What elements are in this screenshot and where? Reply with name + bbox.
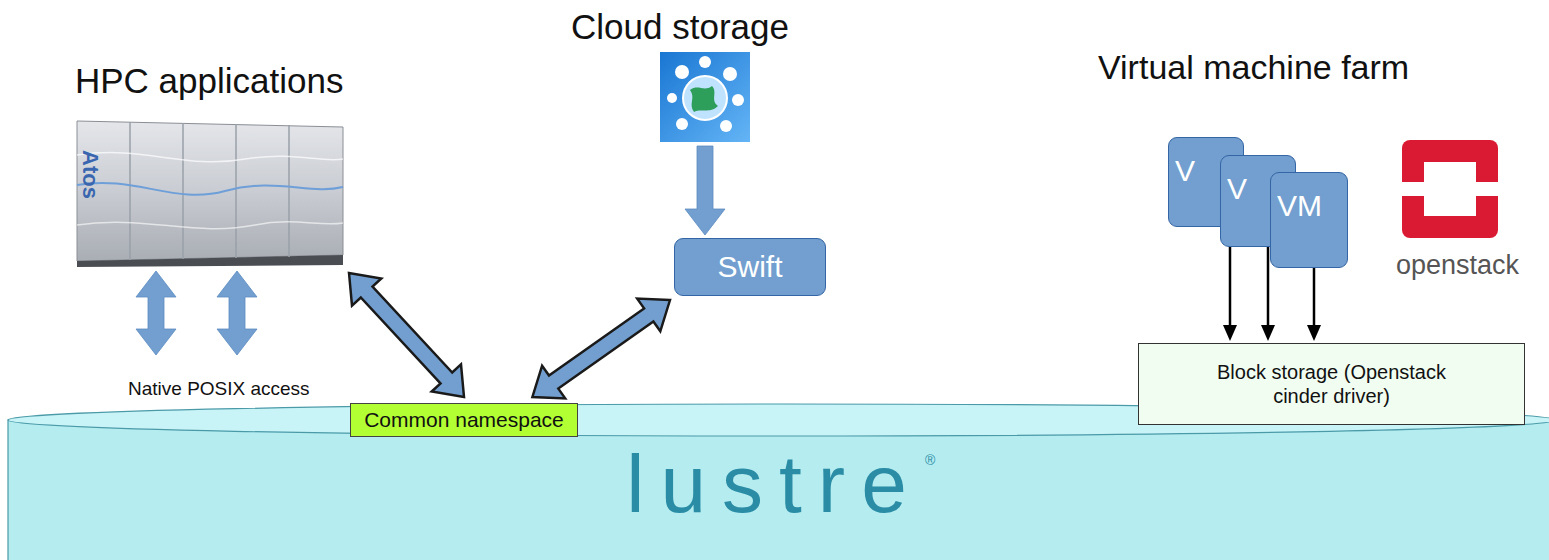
block-arrow — [136, 271, 176, 355]
node-label: Block storage (Openstack cinder driver) — [1207, 360, 1457, 408]
namespace-box: Common namespace — [350, 403, 578, 437]
vm-box: VM — [1270, 172, 1348, 268]
cloud-icon — [660, 52, 750, 142]
node-label: Common namespace — [364, 408, 564, 432]
node-label: VM — [1271, 173, 1347, 223]
group-heading: HPC applications — [72, 60, 447, 102]
registered-mark: ® — [925, 452, 935, 468]
brand-name: openstack — [1396, 250, 1519, 281]
block-arrow — [349, 273, 464, 397]
node-label: Swift — [717, 250, 782, 284]
node-label: lustre — [0, 436, 1549, 532]
brand-mark: Atos — [77, 150, 103, 199]
hpc-group: HPC applications — [72, 60, 447, 270]
cloud-group: Cloud storage — [560, 6, 800, 146]
group-heading: Cloud storage — [560, 6, 800, 48]
group-heading: Virtual machine farm — [1098, 48, 1409, 87]
openstack-logo-icon — [1402, 140, 1498, 238]
block-arrow — [532, 299, 670, 399]
block-storage-box: Block storage (Openstack cinder driver) — [1138, 343, 1525, 425]
block-arrow — [217, 271, 257, 355]
note: Native POSIX access — [128, 378, 310, 400]
block-arrow — [685, 146, 725, 235]
supercomputer-illustration — [75, 115, 345, 267]
swift-box: Swift — [674, 238, 826, 296]
arrow-line — [1307, 268, 1321, 341]
